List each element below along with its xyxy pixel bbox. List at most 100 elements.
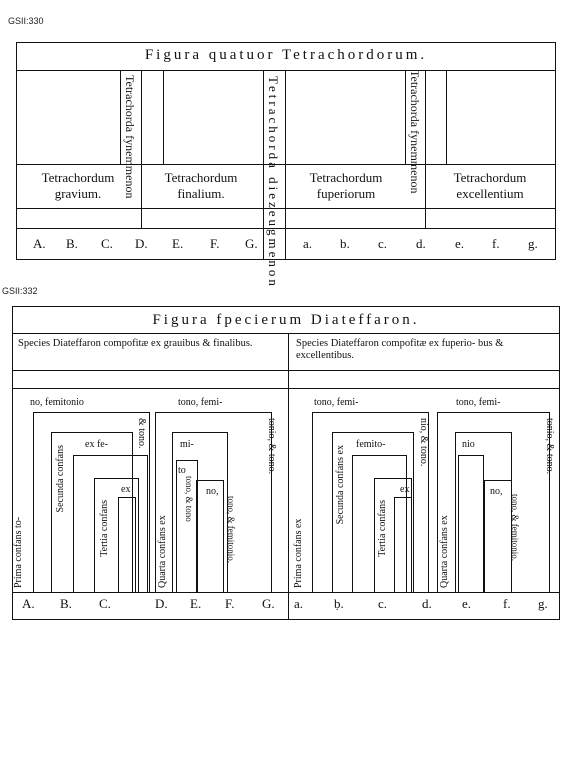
note-species-graves: Species Diateffaron compofitæ ex grauibu…	[18, 338, 253, 349]
key-g: g.	[528, 236, 538, 251]
key-d: d.	[416, 236, 426, 251]
text-r-tono-femitonio: tono, & femitonio.	[510, 494, 520, 561]
rule-keys	[12, 592, 560, 593]
bracket-r-no	[484, 480, 512, 592]
bracket-tertia	[94, 478, 139, 592]
text-r-tonio-tono: tonio, & tono.	[544, 418, 555, 475]
text-ex: ex	[121, 484, 131, 495]
bracket-r-prima	[312, 412, 429, 592]
bracket-r-secunda	[332, 432, 414, 592]
bracket-r-to	[458, 455, 484, 592]
key-G: G.	[245, 236, 258, 251]
key-e: e.	[462, 596, 472, 611]
text-no: no,	[206, 486, 219, 497]
text-r-femito: femito-	[356, 439, 386, 450]
key-B: B.	[60, 596, 72, 611]
figure-title-diatessaron: Figura fpecierum Diateffaron.	[152, 312, 420, 328]
key-D: D.	[135, 236, 148, 251]
key-d: d.	[422, 596, 432, 611]
text-r-tono-femi: tono, femi-	[314, 397, 359, 408]
text-r-no: no,	[490, 486, 503, 497]
key-F: F.	[210, 236, 220, 251]
text-r-nio-tono: nio, & tono.	[418, 418, 429, 467]
text-r-nio: nio	[462, 439, 475, 450]
label-tetrachordum-finalium: Tetrachordum finalium.	[164, 170, 238, 201]
text-r-secunda-confans: Secunda confans ex	[335, 445, 346, 525]
label-tetrachordum-superiorum: Tetrachordum fuperiorum	[309, 170, 383, 201]
bracket-no	[196, 480, 224, 592]
text-tono-tono: tono, & tono	[184, 476, 194, 522]
text-prima-confans: Prima confans to-	[13, 516, 24, 588]
key-F: F.	[225, 596, 235, 611]
text-r-quarta-confans: Quarta confans ex	[439, 515, 450, 588]
text-tonio-tono: tonio, & tono.	[266, 418, 277, 475]
title-rule	[16, 70, 556, 71]
col-rule	[263, 70, 264, 260]
bracket-quarta	[155, 412, 272, 592]
key-a: a.	[294, 596, 304, 611]
key-b: ḅ.	[334, 596, 344, 611]
label-tetrachordum-excellentium: Tetrachordum excellentium	[453, 170, 527, 201]
text-no-femitonio: no, femitonio	[30, 397, 84, 408]
key-E: E.	[172, 236, 184, 251]
mid-rule	[16, 164, 556, 165]
note-species-superiores: Species Diateffaron compofitæ ex fuperio…	[296, 338, 504, 361]
center-divider	[288, 333, 289, 620]
label-tetrachorda-synemmenon: Tetrachorda fynemmenon	[123, 75, 137, 199]
signature-gsii-330: GSII:330	[8, 16, 44, 26]
key-f: f.	[492, 236, 500, 251]
key-b: b.	[340, 236, 350, 251]
key-A: A.	[22, 596, 35, 611]
col-rule	[446, 70, 447, 164]
text-tono-femi: tono, femi-	[178, 397, 223, 408]
bracket-r-quarta	[437, 412, 550, 592]
text-to: to	[178, 465, 186, 476]
text-r-ex: ex	[400, 484, 410, 495]
text-r-prima-confans: Prima confans ex	[293, 518, 304, 588]
label-tetrachorda-synemmenon-2: Tetrachorda fynemmenon	[408, 70, 422, 194]
figure-species-frame	[12, 306, 560, 620]
bracket-prima	[33, 412, 150, 592]
key-f: f.	[503, 596, 511, 611]
key-G: G.	[262, 596, 275, 611]
title-rule	[12, 333, 560, 334]
text-ex-fe: ex fe-	[85, 439, 109, 450]
text-tertia-confans: Tertia confans	[99, 500, 110, 557]
text-o-tono: & tono.	[136, 418, 147, 449]
bracket-r-ex	[394, 497, 412, 592]
key-B: B.	[66, 236, 78, 251]
key-D: D.	[155, 596, 168, 611]
bracket-mi	[172, 432, 228, 592]
col-rule	[425, 70, 426, 228]
key-c: c.	[378, 596, 388, 611]
bracket-secunda	[51, 432, 133, 592]
col-rule	[405, 70, 406, 164]
label-tetrachordum-gravium: Tetrachordum gravium.	[41, 170, 115, 201]
bracket-ex-fe	[73, 455, 148, 592]
key-C: C.	[99, 596, 111, 611]
col-rule	[141, 70, 142, 228]
text-r-tono-femi-2: tono, femi-	[456, 397, 501, 408]
key-c: c.	[378, 236, 388, 251]
key-E: E.	[190, 596, 202, 611]
lower-rule-2	[16, 228, 556, 229]
rule	[12, 388, 560, 389]
figure-tetrachord-frame	[16, 42, 556, 260]
text-quarta-confans: Quarta confans ex	[157, 515, 168, 588]
figure-title-tetrachordorum: Figura quatuor Tetrachordorum.	[144, 47, 428, 63]
bracket-to	[176, 460, 198, 592]
bracket-r-femito	[352, 455, 407, 592]
text-mi: mi-	[180, 439, 194, 450]
label-tetrachorda-diezeugmenon: Tetrachorda diezeugmenon	[266, 76, 281, 289]
text-tono-femitonio: tono, & femitonio.	[226, 496, 236, 563]
key-g: g.	[538, 596, 548, 611]
col-rule	[285, 70, 286, 260]
bracket-ex	[118, 497, 136, 592]
text-r-tertia-confans: Tertia confans	[377, 500, 388, 557]
rule	[12, 370, 560, 371]
col-rule	[120, 70, 121, 164]
lower-rule-1	[16, 208, 556, 209]
key-C: C.	[101, 236, 113, 251]
col-rule	[163, 70, 164, 164]
key-A: A.	[33, 236, 46, 251]
